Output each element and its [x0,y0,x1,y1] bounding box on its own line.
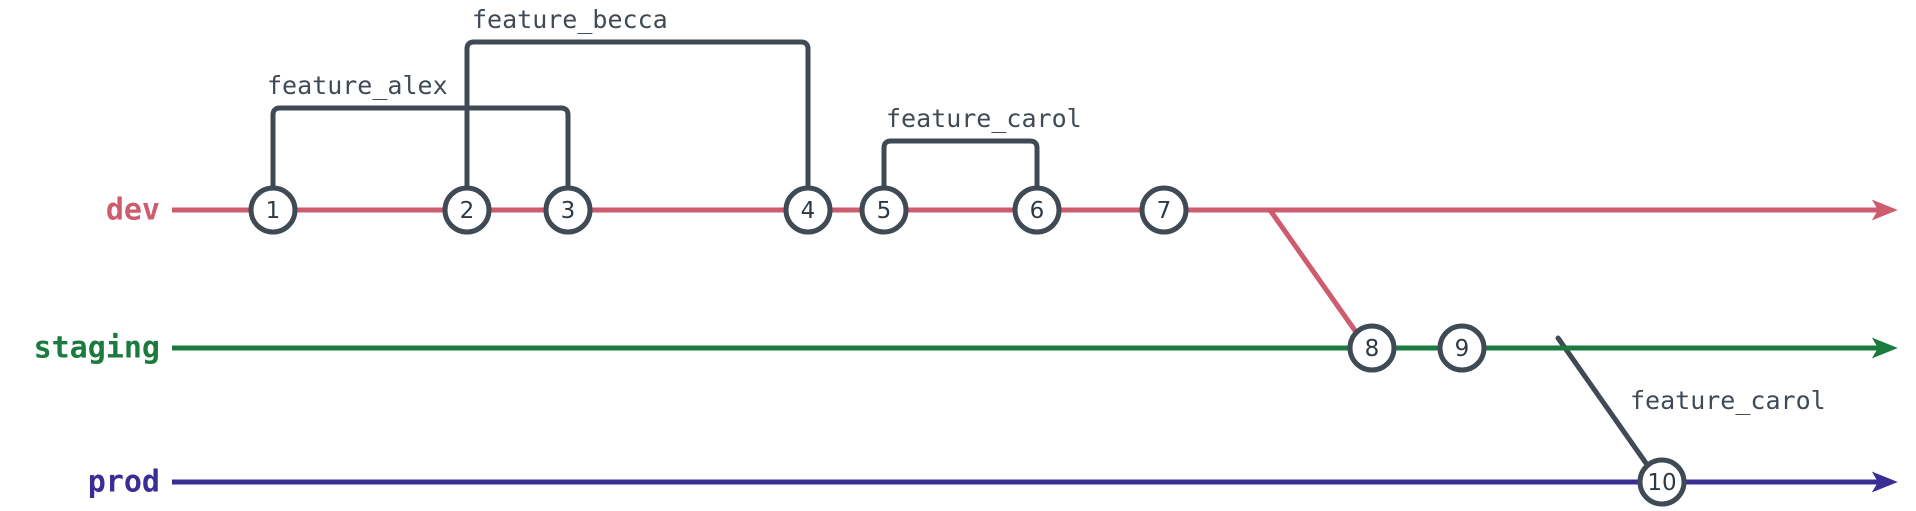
floating-label-feature-carol-prod: feature_carol [1630,386,1826,415]
feature-bracket-feature_becca [464,39,811,188]
branch-label-staging: staging [33,330,160,366]
feature-label-feature_alex-0: feature_alex [267,71,448,100]
commit-node-8[interactable] [1347,323,1397,373]
feature-bracket-feature_carol [881,138,1040,188]
feature-label-feature_carol-2: feature_carol [886,104,1082,133]
merge-edge-staging-to-prod [1555,335,1651,469]
commit-node-7[interactable] [1139,185,1189,235]
commit-node-6[interactable] [1012,185,1062,235]
commit-node-9[interactable] [1437,323,1487,373]
merge-edge-dev-to-staging [1267,207,1359,335]
feature-label-feature_becca-1: feature_becca [472,5,668,34]
feature-bracket-feature_alex [270,105,571,188]
branch-label-dev: dev [105,192,160,228]
commit-node-1[interactable] [248,185,298,235]
commit-node-2[interactable] [442,185,492,235]
commit-node-5[interactable] [859,185,909,235]
commit-node-4[interactable] [783,185,833,235]
commit-node-3[interactable] [543,185,593,235]
branch-label-prod: prod [87,464,160,500]
commit-node-10[interactable] [1637,457,1687,507]
